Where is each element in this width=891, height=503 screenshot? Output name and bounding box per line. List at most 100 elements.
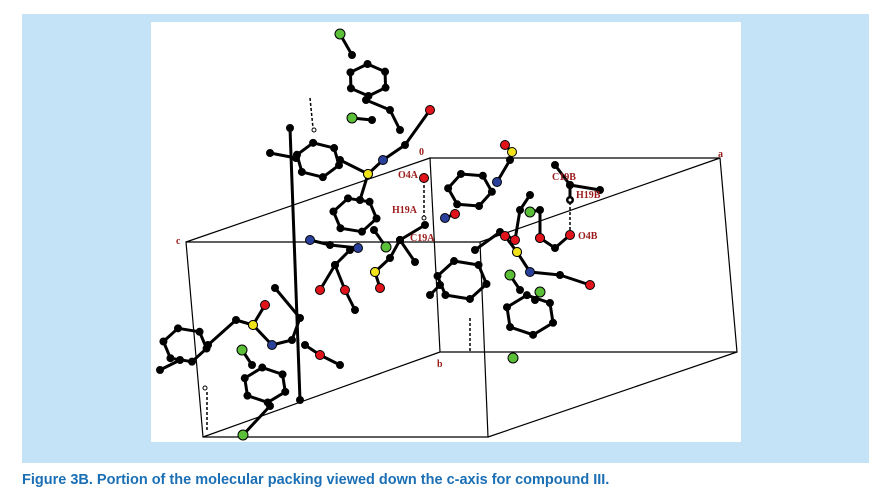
carbon-atom <box>506 323 515 332</box>
carbon-atom <box>292 154 300 162</box>
bond <box>403 108 432 147</box>
bond <box>309 97 314 129</box>
carbon-atom <box>357 227 366 236</box>
bond <box>553 163 572 187</box>
carbon-atom <box>156 366 164 374</box>
carbon-atom <box>351 306 359 314</box>
carbon-atom <box>266 149 274 157</box>
carbon-atom <box>187 357 196 366</box>
nitrogen-atom <box>267 340 277 350</box>
carbon-atom <box>401 141 409 149</box>
bond <box>508 325 535 337</box>
label-b: b <box>437 359 443 370</box>
carbon-atom <box>159 337 168 346</box>
carbon-atom <box>318 173 327 182</box>
chlorine-atom <box>507 352 519 364</box>
carbon-atom <box>396 236 404 244</box>
carbon-atom <box>346 246 354 254</box>
carbon-atom <box>433 272 442 281</box>
nitrogen-atom <box>378 155 388 165</box>
carbon-atom <box>286 124 294 132</box>
chlorine-atom <box>237 429 249 441</box>
carbon-atom <box>551 161 559 169</box>
carbon-atom <box>549 318 558 327</box>
chlorine-atom <box>504 269 516 281</box>
carbon-atom <box>348 51 356 59</box>
bond <box>364 98 392 112</box>
oxygen-atom <box>500 140 510 150</box>
carbon-atom <box>232 316 240 324</box>
chlorine-atom <box>334 28 346 40</box>
carbon-atom <box>396 126 404 134</box>
carbon-atom <box>288 336 296 344</box>
chlorine-atom <box>380 241 392 253</box>
carbon-atom <box>411 258 419 266</box>
carbon-atom <box>296 396 304 404</box>
carbon-atom <box>545 298 554 307</box>
label-a: a <box>718 149 723 160</box>
carbon-atom <box>336 156 344 164</box>
oxygen-atom <box>500 231 510 241</box>
carbon-atom <box>556 271 564 279</box>
carbon-atom <box>370 226 378 234</box>
oxygen-atom <box>535 233 545 243</box>
carbon-atom <box>248 361 256 369</box>
label-origin: 0 <box>419 147 424 158</box>
chlorine-atom <box>524 206 536 218</box>
carbon-atom <box>526 191 534 199</box>
carbon-atom <box>516 286 524 294</box>
chlorine-atom <box>534 286 546 298</box>
chlorine-atom <box>236 344 248 356</box>
bond <box>558 273 592 287</box>
carbon-atom <box>482 279 491 288</box>
label-h19b: H19B <box>576 190 601 201</box>
carbon-atom <box>296 314 304 322</box>
bond <box>241 404 272 437</box>
carbon-atom <box>522 291 531 300</box>
oxygen-atom <box>375 283 385 293</box>
bond <box>273 286 302 320</box>
carbon-atom <box>506 156 514 164</box>
sulfur-atom <box>512 247 522 257</box>
oxygen-atom <box>510 235 520 245</box>
cell-edges <box>185 157 738 438</box>
carbon-atom <box>166 354 175 363</box>
carbon-atom <box>381 83 390 92</box>
oxygen-atom <box>450 209 460 219</box>
carbon-atom <box>240 374 249 383</box>
carbon-atom <box>596 186 604 194</box>
bond <box>206 318 238 347</box>
carbon-atom <box>271 284 279 292</box>
carbon-atom <box>176 356 184 364</box>
nitrogen-atom <box>525 267 535 277</box>
carbon-atom <box>362 96 370 104</box>
bond <box>568 183 602 192</box>
carbon-atom <box>381 67 390 76</box>
carbon-atom <box>453 200 462 209</box>
carbon-atom <box>278 370 287 379</box>
bond <box>473 230 502 252</box>
hydrogen-atom <box>311 127 317 133</box>
bond <box>513 208 522 242</box>
oxygen-atom <box>315 350 325 360</box>
carbon-atom <box>336 224 345 233</box>
label-c19b: C19B <box>552 172 576 183</box>
carbon-atom <box>436 281 444 289</box>
carbon-atom <box>386 106 394 114</box>
sulfur-atom <box>248 320 258 330</box>
carbon-atom <box>475 202 484 211</box>
carbon-atom <box>346 68 355 77</box>
oxygen-atom <box>340 285 350 295</box>
carbon-atom <box>474 261 483 270</box>
carbon-atom <box>502 303 511 312</box>
oxygen-atom <box>425 105 435 115</box>
nitrogen-atom <box>492 177 502 187</box>
nitrogen-atom <box>305 235 315 245</box>
nitrogen-atom <box>440 213 450 223</box>
carbon-atom <box>465 294 474 303</box>
carbon-atom <box>266 402 274 410</box>
bond <box>338 158 370 176</box>
carbon-atom <box>336 361 344 369</box>
carbon-atom <box>478 171 487 180</box>
carbon-atom <box>243 391 252 400</box>
